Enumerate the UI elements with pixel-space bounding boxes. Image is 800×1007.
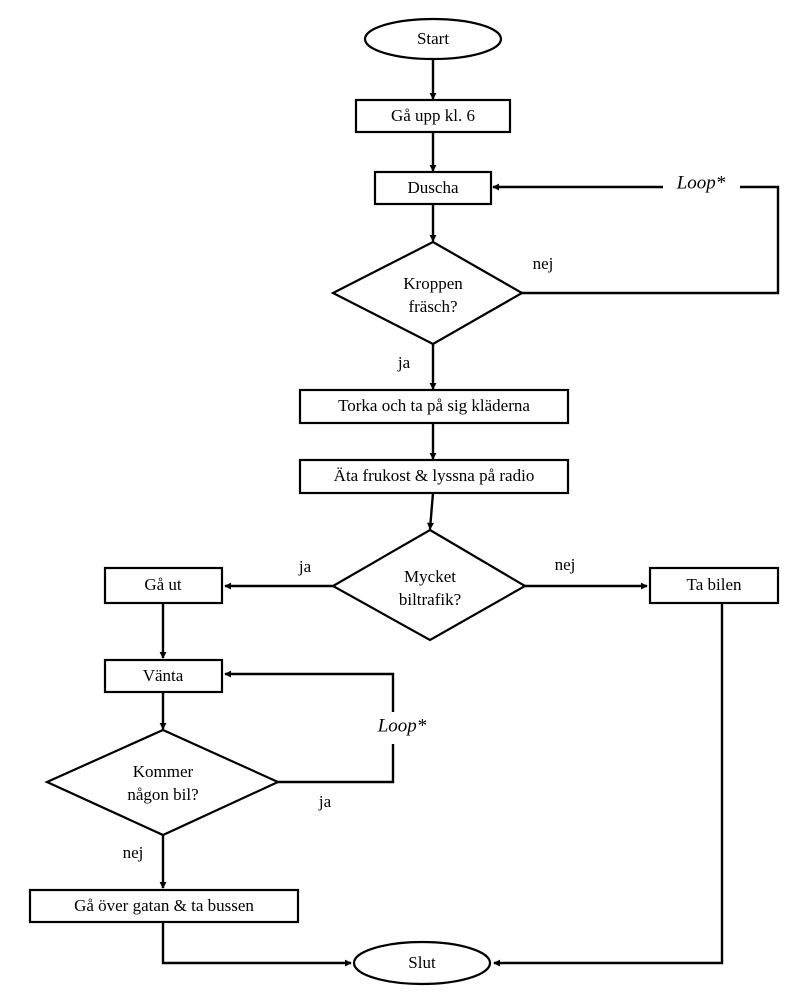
edge-label-fresh-ja: ja [397, 353, 411, 372]
node-shower-label: Duscha [408, 178, 459, 197]
node-decision-car-coming-label-line2: någon bil? [127, 785, 198, 804]
edge-breakfast-to-decision-traffic [427, 492, 435, 530]
node-wait[interactable] [103, 658, 224, 694]
edge-cross-bus-to-end [161, 922, 352, 967]
edge-car-ja-loop-into-wait [224, 670, 395, 712]
edge-label-fresh-nej: nej [533, 254, 554, 273]
node-breakfast-radio[interactable] [298, 458, 570, 495]
edge-car-ja-loop-lower [278, 744, 395, 784]
node-decision-traffic-label-line1: Mycket [404, 567, 456, 586]
node-decision-body-fresh-label-line1: Kroppen [403, 274, 463, 293]
node-decision-traffic-label-line2: biltrafik? [399, 590, 461, 609]
node-decision-car-coming[interactable] [44, 728, 281, 837]
node-wake-up-label: Gå upp kl. 6 [391, 106, 475, 125]
node-start[interactable] [363, 17, 503, 61]
node-take-car[interactable] [648, 566, 780, 605]
node-go-out-label: Gå ut [144, 575, 182, 594]
edge-fresh-nej-loop-right [522, 185, 780, 295]
edge-label-traffic-nej: nej [555, 555, 576, 574]
node-go-out[interactable] [103, 566, 224, 605]
node-decision-car-coming-label-line1: Kommer [133, 762, 194, 781]
node-cross-street-bus-label: Gå över gatan & ta bussen [74, 896, 254, 915]
node-wake-up[interactable] [354, 98, 512, 134]
node-take-car-label: Ta bilen [687, 575, 742, 594]
node-decision-traffic[interactable] [330, 528, 528, 642]
loop-annotation-top: Loop* [676, 172, 726, 193]
edge-take-car-to-end [493, 603, 724, 967]
node-dry-and-dress-label: Torka och ta på sig kläderna [338, 396, 530, 415]
edge-label-traffic-ja: ja [298, 557, 312, 576]
edge-label-car-nej: nej [123, 843, 144, 862]
edge-label-car-ja: ja [318, 792, 332, 811]
node-decision-body-fresh[interactable] [330, 240, 525, 346]
node-end-label: Slut [408, 953, 436, 972]
node-cross-street-bus[interactable] [28, 888, 300, 924]
node-shower[interactable] [373, 170, 493, 206]
node-breakfast-radio-label: Äta frukost & lyssna på radio [334, 466, 535, 485]
node-wait-label: Vänta [143, 666, 184, 685]
loop-annotation-bottom: Loop* [377, 715, 427, 736]
node-decision-body-fresh-label-line2: fräsch? [408, 297, 457, 316]
node-start-label: Start [417, 29, 449, 48]
node-dry-and-dress[interactable] [298, 388, 570, 425]
node-end[interactable] [352, 940, 492, 986]
